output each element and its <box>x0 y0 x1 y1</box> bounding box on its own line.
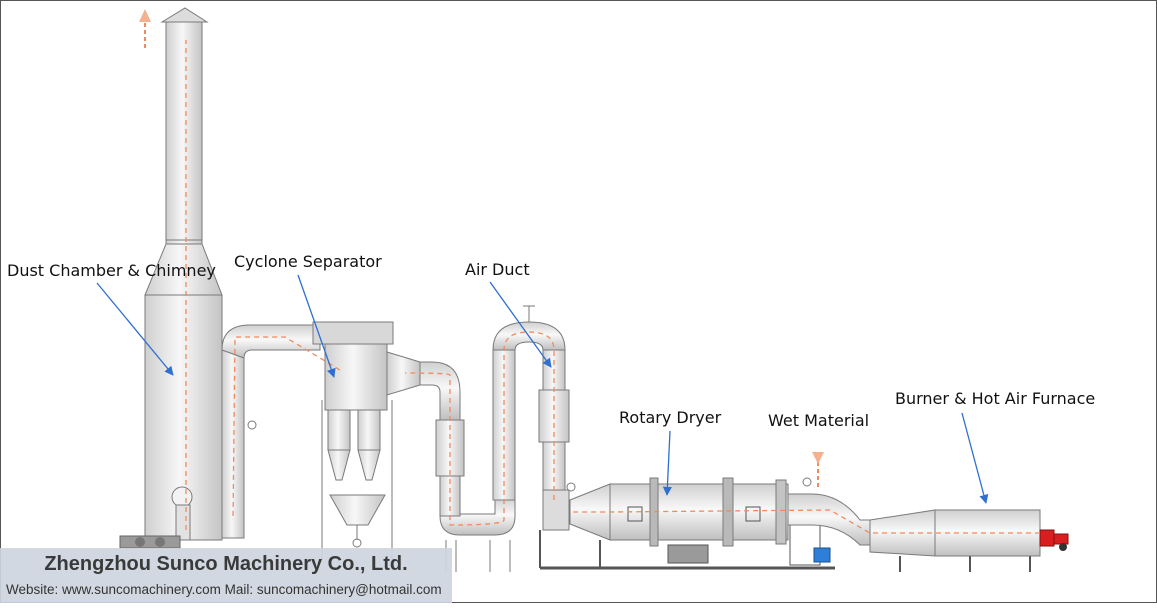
label-cyclone-separator: Cyclone Separator <box>234 252 382 271</box>
cyclone-pointer <box>297 274 336 378</box>
feed-chute <box>802 452 824 488</box>
label-rotary-dryer: Rotary Dryer <box>619 408 722 427</box>
flow-path <box>185 40 1040 534</box>
company-footer: Zhengzhou Sunco Machinery Co., Ltd. Webs… <box>0 548 452 603</box>
cyclone-separator <box>312 321 394 560</box>
duct-to-chimney <box>221 324 321 539</box>
rotary-dryer-pointer <box>662 430 672 496</box>
burner-pointer <box>961 412 989 504</box>
air-duct <box>386 305 576 572</box>
company-name: Zhengzhou Sunco Machinery Co., Ltd. <box>44 553 408 575</box>
label-dust-chamber: Dust Chamber & Chimney <box>7 261 216 280</box>
label-burner-furnace: Burner & Hot Air Furnace <box>895 389 1096 408</box>
air-duct-pointer <box>489 281 552 368</box>
fan-assembly <box>119 535 181 549</box>
contact-line: Website: www.suncomachinery.com Mail: su… <box>6 582 442 597</box>
chimney <box>144 7 223 541</box>
label-wet-material: Wet Material <box>768 411 870 430</box>
dust-chamber-pointer <box>96 282 174 376</box>
label-air-duct: Air Duct <box>465 260 530 279</box>
exhaust-arrow <box>139 9 151 48</box>
callout-arrows <box>96 274 989 504</box>
